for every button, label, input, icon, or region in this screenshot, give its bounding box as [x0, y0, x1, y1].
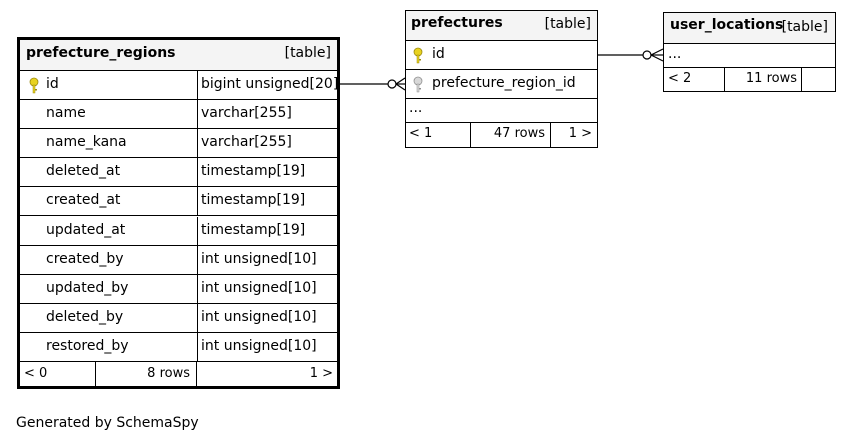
table-type: [table]: [544, 16, 591, 32]
table-row-ellipsis: ...: [406, 99, 597, 123]
table-name: prefectures: [411, 15, 503, 31]
table-row[interactable]: id bigint unsigned[20]: [20, 71, 339, 101]
table-row[interactable]: name_kana varchar[255]: [20, 129, 337, 159]
table-row[interactable]: id: [406, 41, 597, 70]
table-row[interactable]: prefecture_region_id: [406, 70, 597, 99]
column-name: restored_by: [46, 337, 129, 354]
relation-crowfoot-top: [650, 48, 664, 56]
column-type: varchar[255]: [201, 134, 292, 151]
relation-zero-marker: [387, 79, 397, 89]
table-row[interactable]: name varchar[255]: [20, 100, 337, 130]
column-name: updated_by: [46, 279, 129, 296]
table-name: prefecture_regions: [26, 45, 176, 61]
table-name: user_locations: [670, 17, 784, 33]
column-name: created_by: [46, 250, 124, 267]
table-footer: < 0 8 rows 1 >: [20, 362, 337, 386]
column-name: name: [46, 105, 86, 122]
table-footer: < 1 47 rows 1 >: [406, 123, 597, 147]
relation-crowfoot-top: [395, 77, 406, 85]
table-user-locations[interactable]: user_locations [table] ... < 2 11 rows: [663, 12, 836, 92]
column-type: timestamp[19]: [201, 192, 306, 209]
table-type: [table]: [781, 19, 828, 35]
column-name: id: [46, 76, 59, 92]
footer-children: 1 >: [568, 126, 592, 141]
relation-crowfoot-bottom: [650, 54, 664, 62]
ellipsis: ...: [668, 46, 682, 62]
footer-parents: < 0: [24, 366, 48, 381]
column-name: prefecture_region_id: [432, 75, 576, 91]
column-type: varchar[255]: [201, 105, 292, 122]
primary-key-icon: [29, 77, 39, 98]
generated-by-caption: Generated by SchemaSpy: [16, 415, 199, 431]
table-footer: < 2 11 rows: [664, 68, 835, 91]
table-row[interactable]: created_at timestamp[19]: [20, 187, 337, 217]
column-type: timestamp[19]: [201, 221, 306, 238]
footer-row-count: 11 rows: [745, 71, 797, 86]
footer-parents: < 1: [409, 126, 433, 141]
table-row[interactable]: updated_at timestamp[19]: [20, 216, 337, 246]
column-name: name_kana: [46, 134, 127, 151]
footer-row-count: 47 rows: [493, 126, 545, 141]
footer-children: 1 >: [309, 366, 333, 381]
foreign-key-icon: [413, 76, 423, 97]
table-row-ellipsis: ...: [664, 44, 835, 68]
column-type: int unsigned[10]: [201, 250, 317, 267]
table-row[interactable]: deleted_at timestamp[19]: [20, 158, 337, 188]
column-name: id: [432, 46, 445, 62]
table-header: prefectures [table]: [406, 11, 597, 41]
table-prefectures[interactable]: prefectures [table] id prefecture_region…: [405, 10, 598, 148]
footer-parents: < 2: [668, 71, 692, 86]
table-row[interactable]: deleted_by int unsigned[10]: [20, 303, 337, 333]
column-name: updated_at: [46, 221, 126, 238]
table-row[interactable]: created_by int unsigned[10]: [20, 245, 337, 275]
column-type: bigint unsigned[20]: [201, 76, 339, 92]
footer-row-count: 8 rows: [147, 366, 190, 381]
table-type: [table]: [284, 45, 331, 61]
table-header: prefecture_regions [table]: [20, 40, 337, 71]
table-prefecture-regions[interactable]: prefecture_regions [table] id bigint unsi…: [17, 37, 340, 389]
column-type: timestamp[19]: [201, 163, 306, 180]
table-header: user_locations [table]: [664, 13, 835, 44]
column-name: created_at: [46, 192, 121, 209]
column-type: int unsigned[10]: [201, 308, 317, 325]
column-name: deleted_by: [46, 308, 124, 325]
table-row[interactable]: restored_by int unsigned[10]: [20, 332, 337, 362]
relation-zero-marker: [642, 50, 652, 60]
column-name: deleted_at: [46, 163, 121, 180]
column-type: int unsigned[10]: [201, 337, 317, 354]
relation-crowfoot-bottom: [395, 83, 406, 91]
primary-key-icon: [413, 47, 423, 68]
table-row[interactable]: updated_by int unsigned[10]: [20, 274, 337, 304]
ellipsis: ...: [409, 100, 423, 116]
column-type: int unsigned[10]: [201, 279, 317, 296]
